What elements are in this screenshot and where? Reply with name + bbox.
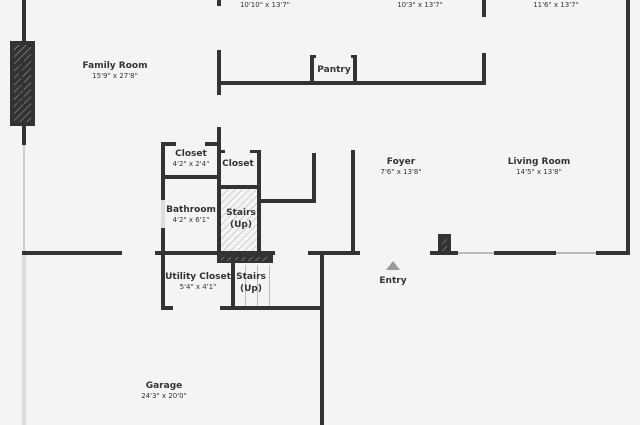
wall [482, 53, 486, 85]
wall [22, 251, 122, 255]
wall [482, 0, 486, 17]
room-name: Family Room [82, 61, 148, 71]
wall [351, 150, 355, 255]
wall [217, 81, 486, 85]
room-name: Closet [175, 149, 207, 159]
room-name: Stairs [226, 208, 256, 218]
wall [22, 253, 26, 425]
room-dims: 14'5" x 13'8" [516, 168, 562, 176]
wall [217, 127, 221, 255]
stairs-hatch [221, 189, 257, 251]
room-dims: 4'2" x 6'1" [172, 216, 210, 224]
room-label: 10'3" x 13'7" [397, 0, 443, 9]
room-label: 11'6" x 13'7" [533, 0, 579, 9]
room-dims: 7'6" x 13'8" [380, 168, 422, 176]
wall [161, 142, 165, 255]
room-name: Garage [145, 381, 183, 391]
wall [231, 255, 235, 310]
entry-label: Entry [379, 276, 406, 286]
room-dims: 11'6" x 13'7" [533, 1, 579, 9]
room-label-closet-2: Closet [222, 159, 254, 169]
room-label-stairs: Stairs (Up) [226, 208, 256, 230]
room-dims: 5'4" x 4'1" [179, 283, 217, 291]
wall [308, 251, 360, 255]
wall [217, 0, 221, 6]
room-name: Closet [222, 159, 254, 169]
wall [259, 199, 316, 203]
room-label-pantry: Pantry [317, 65, 350, 75]
entry-arrow-icon [386, 261, 400, 270]
wall [217, 50, 221, 95]
wall [155, 251, 275, 255]
room-dims: 10'10" x 13'7" [239, 1, 291, 9]
room-name: Pantry [317, 65, 351, 75]
wall [310, 55, 314, 83]
wall [161, 255, 165, 310]
room-label-stairs-2: Stairs (Up) [236, 272, 266, 294]
window [556, 252, 596, 254]
entry-text: Entry [379, 276, 407, 286]
window [458, 252, 494, 254]
window [23, 145, 25, 253]
room-name: Bathroom [166, 205, 216, 215]
fireplace-label: Fireplace [17, 58, 27, 106]
room-dims: (Up) [240, 284, 262, 294]
wall [220, 306, 324, 310]
room-label: 10'10" x 13'7" [240, 0, 290, 9]
wall [312, 153, 316, 203]
room-dims: 15'9" x 27'8" [92, 72, 138, 80]
wall [494, 251, 556, 255]
wall [626, 0, 630, 255]
room-dims: 10'3" x 13'7" [397, 1, 443, 9]
room-dims: 4'2" x 2'4" [172, 160, 210, 168]
room-dims: 24'3" x 20'0" [141, 392, 187, 400]
wall [161, 175, 219, 179]
room-name: Stairs [236, 272, 266, 282]
room-name: Utility Closet [165, 272, 231, 282]
wall [219, 185, 259, 189]
wall [353, 55, 357, 83]
room-name: Living Room [507, 157, 571, 167]
wall [596, 251, 630, 255]
wall [320, 255, 324, 425]
room-dims: (Up) [230, 220, 252, 230]
room-name: Foyer [386, 157, 416, 167]
